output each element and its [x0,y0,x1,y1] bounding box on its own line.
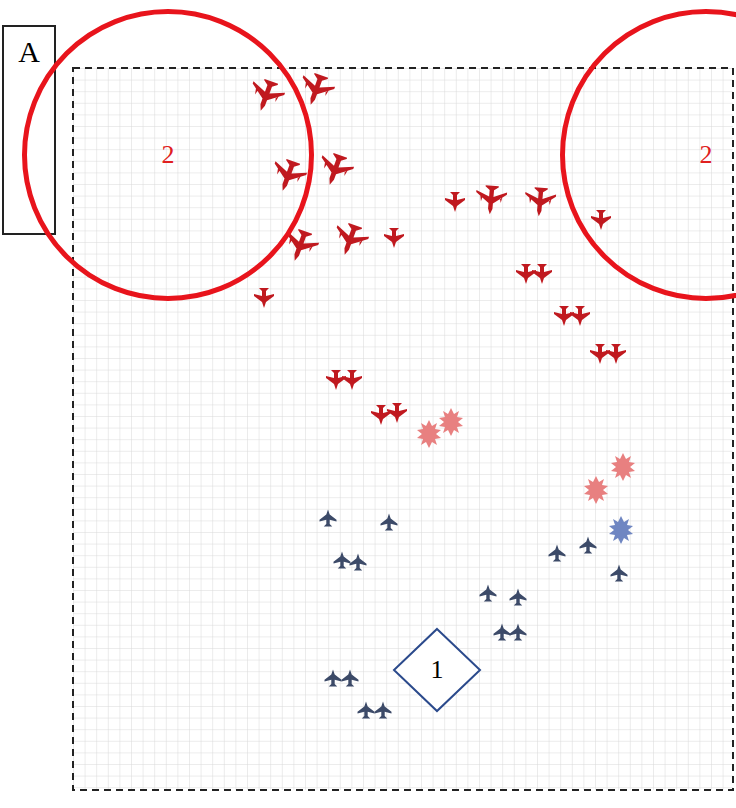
blue-fighters [320,510,628,719]
zone-circle: 2 [22,9,314,301]
red-bombers [245,70,557,267]
zone-circle: 2 [560,9,736,301]
red-fighters [254,192,626,425]
base-diamond: 1 [393,628,481,712]
explosions [417,408,635,544]
node-label: 2 [700,142,713,168]
node-label: 2 [162,142,175,168]
area-border [73,68,733,790]
node-label: A [18,37,40,67]
node-label: 1 [431,657,444,683]
grid [73,68,733,790]
